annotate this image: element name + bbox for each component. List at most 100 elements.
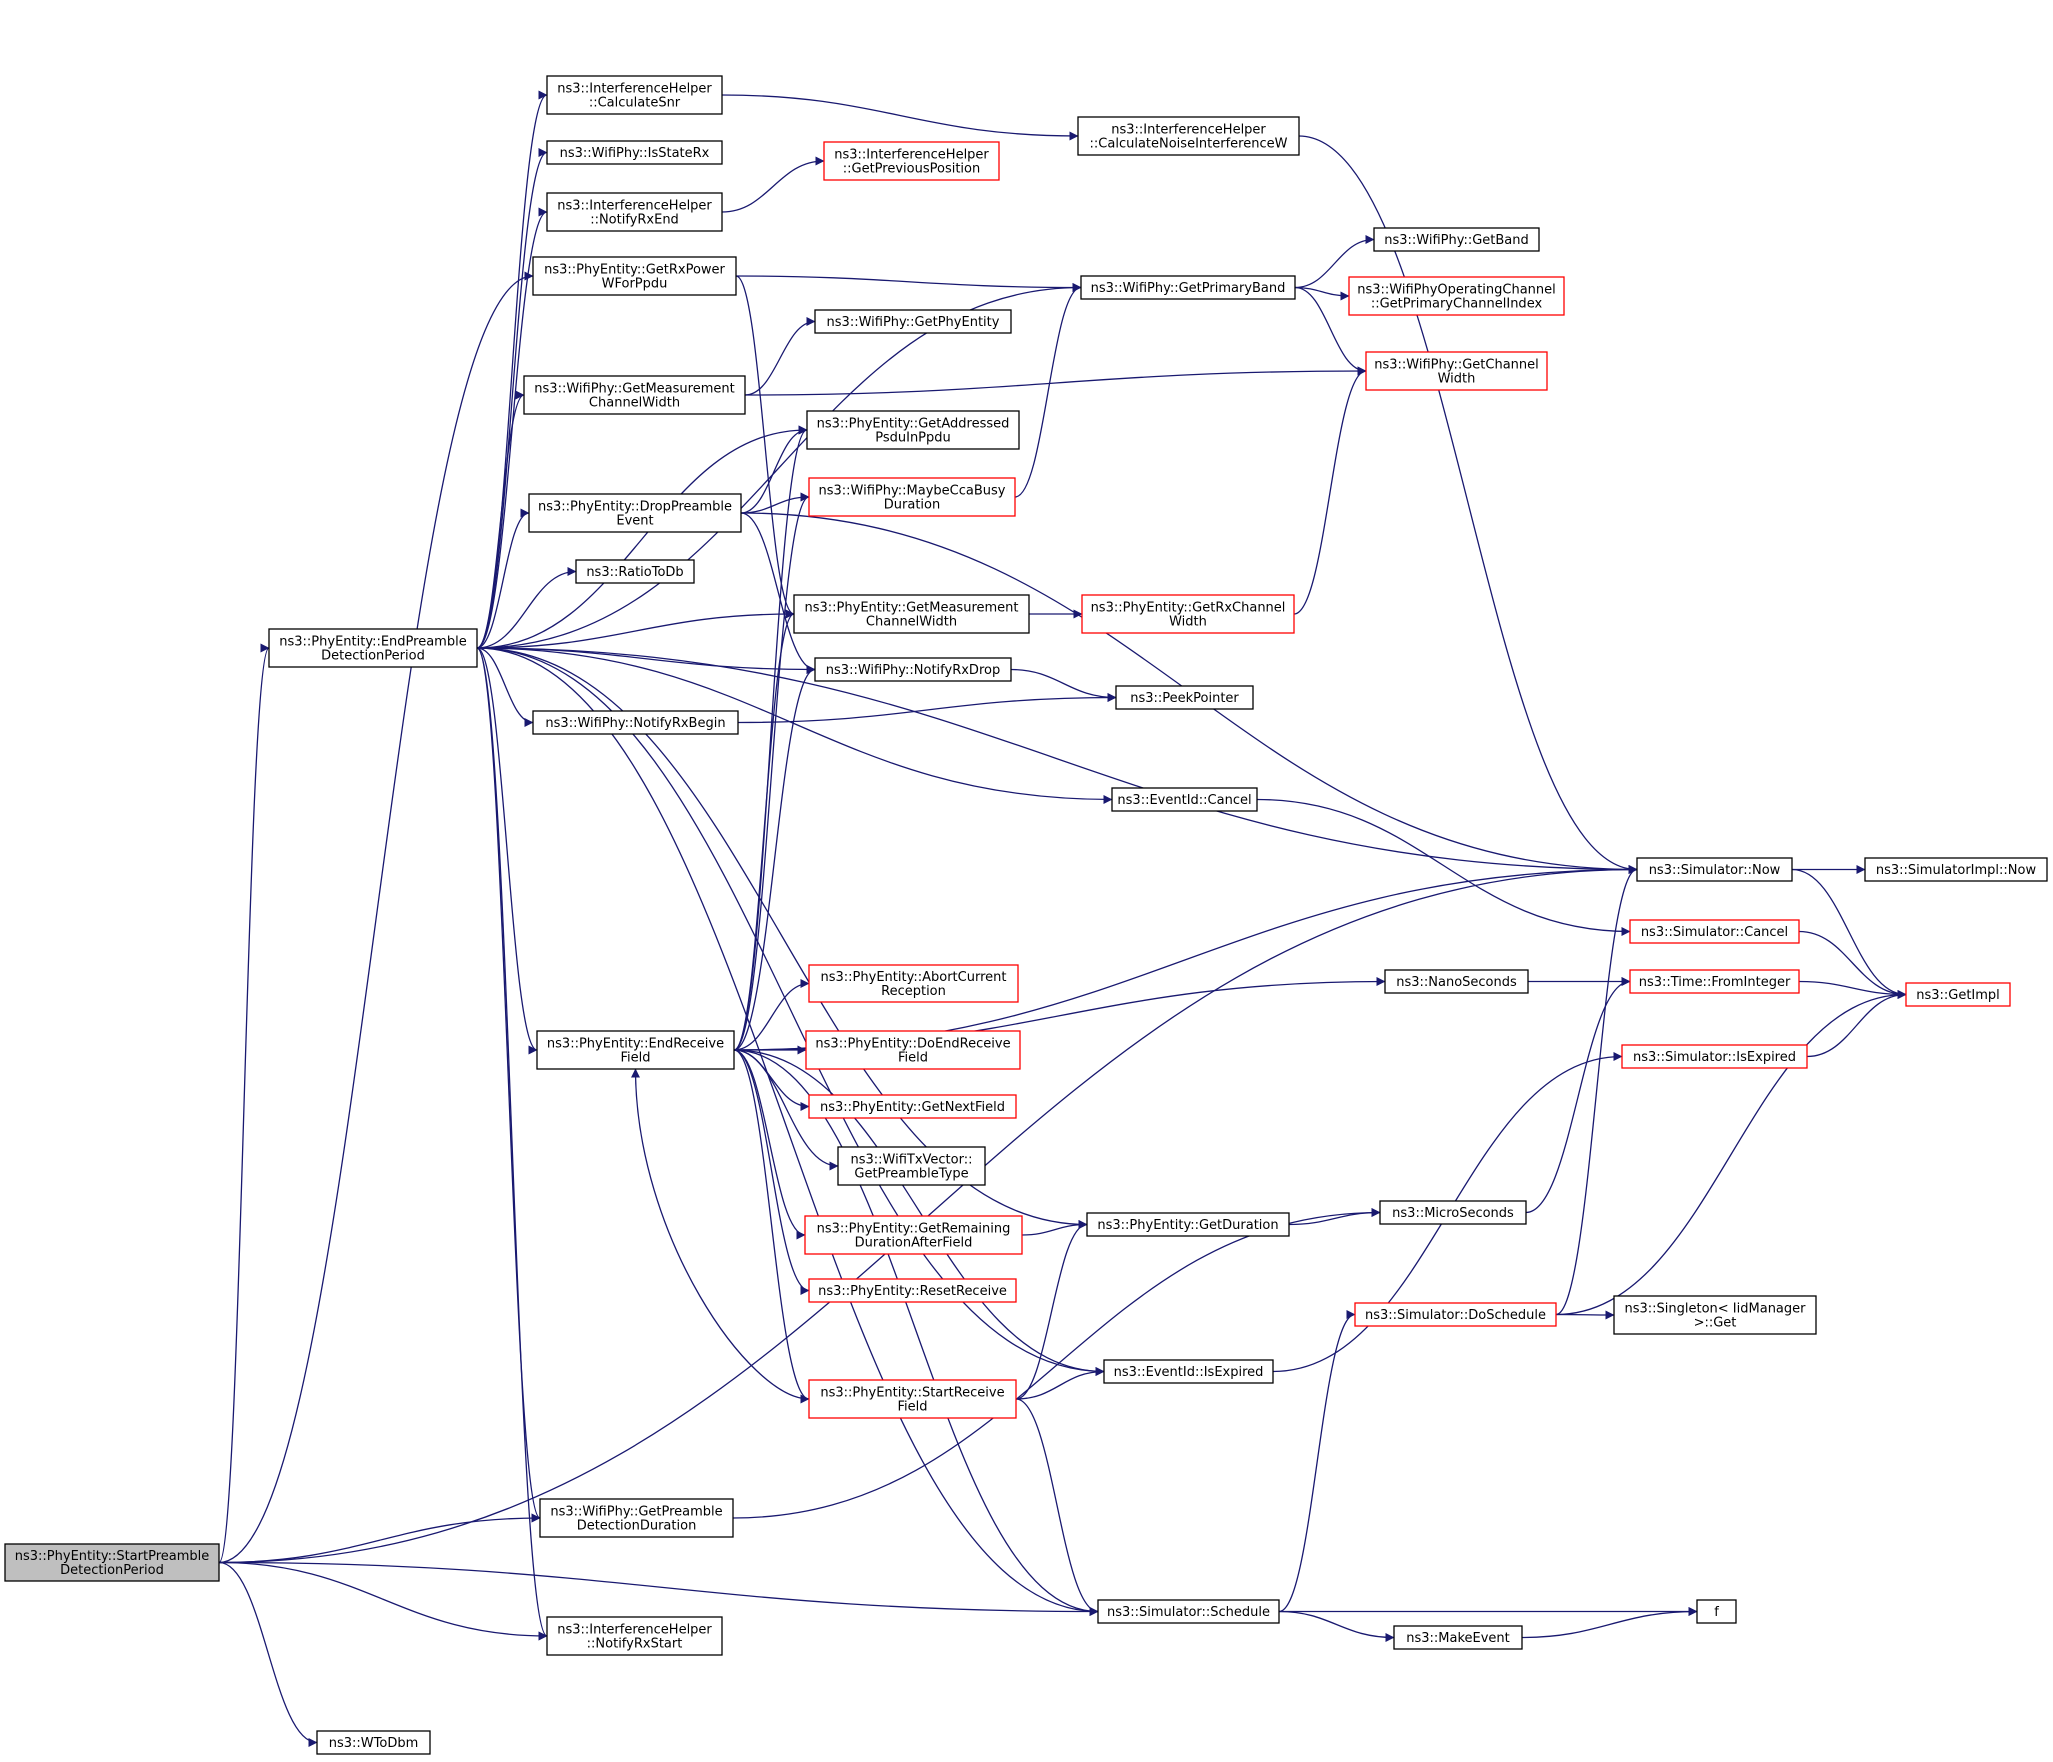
- function-node-label: ns3::PhyEntity::EndReceive: [547, 1037, 724, 1052]
- function-node-isstaterx[interactable]: ns3::WifiPhy::IsStateRx: [546, 140, 723, 165]
- function-node-box: [1905, 982, 2011, 1007]
- function-node-getnextfield[interactable]: ns3::PhyEntity::GetNextField: [808, 1094, 1017, 1119]
- function-node-microsec[interactable]: ns3::MicroSeconds: [1379, 1200, 1527, 1225]
- call-edge-droppre-to-getaddr: [740, 425, 808, 514]
- call-edge-fromint-to-getimpl: [1798, 980, 1907, 999]
- function-node-box: [1373, 227, 1540, 252]
- function-node-notifyrxbegin[interactable]: ns3::WifiPhy::NotifyRxBegin: [532, 710, 739, 735]
- function-node-label: ChannelWidth: [589, 396, 680, 411]
- function-node-box: [575, 559, 695, 584]
- function-node-start[interactable]: ns3::PhyEntity::StartPreambleDetectionPe…: [4, 1543, 220, 1582]
- call-edge-schedule-to-doschedule: [1278, 1310, 1356, 1613]
- function-node-box: [1103, 1359, 1274, 1384]
- function-node-label: ns3::WifiPhy::GetPreamble: [550, 1505, 722, 1520]
- function-node-makeevent[interactable]: ns3::MakeEvent: [1393, 1625, 1523, 1650]
- function-node-label: WForPpdu: [602, 277, 668, 292]
- function-nodes: ns3::PhyEntity::StartPreambleDetectionPe…: [4, 75, 2048, 1755]
- function-node-notifyrxend[interactable]: ns3::InterferenceHelper::NotifyRxEnd: [546, 192, 723, 232]
- function-node-calcnoise[interactable]: ns3::InterferenceHelper::CalculateNoiseI…: [1077, 116, 1300, 156]
- function-node-label: ns3::MakeEvent: [1406, 1631, 1510, 1646]
- function-node-nanosec[interactable]: ns3::NanoSeconds: [1384, 969, 1529, 994]
- function-node-label: ns3::PhyEntity::DropPreamble: [538, 500, 732, 515]
- function-node-label: ns3::PhyEntity::EndPreamble: [279, 635, 466, 650]
- function-node-schedule[interactable]: ns3::Simulator::Schedule: [1097, 1599, 1280, 1624]
- function-node-getpretype[interactable]: ns3::WifiTxVector::GetPreambleType: [837, 1146, 986, 1186]
- function-node-getprevpos[interactable]: ns3::InterferenceHelper::GetPreviousPosi…: [823, 141, 1000, 181]
- function-node-doschedule[interactable]: ns3::Simulator::DoSchedule: [1354, 1302, 1557, 1327]
- function-node-evcancel[interactable]: ns3::EventId::Cancel: [1111, 787, 1258, 812]
- call-edge-endpre-to-getaddr: [476, 425, 808, 649]
- function-node-label: ns3::MicroSeconds: [1392, 1206, 1514, 1221]
- call-edge-notifyrxend-to-getprevpos: [721, 156, 825, 213]
- function-node-calcsnr[interactable]: ns3::InterferenceHelper::CalculateSnr: [546, 75, 723, 115]
- function-node-label: ::CalculateNoiseInterferenceW: [1090, 137, 1288, 152]
- function-node-endpre[interactable]: ns3::PhyEntity::EndPreambleDetectionPeri…: [268, 628, 478, 668]
- function-node-simnow[interactable]: ns3::Simulator::Now: [1636, 857, 1793, 882]
- function-node-simcancel[interactable]: ns3::Simulator::Cancel: [1629, 919, 1800, 944]
- call-edge-endpre-to-calcsnr: [476, 90, 548, 649]
- function-node-getprimidx[interactable]: ns3::WifiPhyOperatingChannel::GetPrimary…: [1348, 276, 1565, 316]
- function-node-getpredet[interactable]: ns3::WifiPhy::GetPreambleDetectionDurati…: [539, 1498, 734, 1538]
- function-node-label: ns3::PhyEntity::DoEndReceive: [815, 1037, 1010, 1052]
- function-node-singleton[interactable]: ns3::Singleton< IidManager >::Get: [1613, 1295, 1817, 1335]
- call-edge-endpre-to-droppre: [476, 508, 530, 649]
- function-node-label: ns3::InterferenceHelper: [834, 148, 989, 163]
- function-node-peGetMeas[interactable]: ns3::PhyEntity::GetMeasurementChannelWid…: [793, 594, 1030, 634]
- function-node-notifyrxstart[interactable]: ns3::InterferenceHelper::NotifyRxStart: [546, 1616, 723, 1656]
- function-node-fromint[interactable]: ns3::Time::FromInteger: [1629, 969, 1800, 994]
- function-node-label: ns3::WifiPhy::GetMeasurement: [534, 382, 734, 397]
- function-node-wtodbm[interactable]: ns3::WToDbm: [316, 1730, 431, 1755]
- call-edge-getprimband-to-getband: [1294, 235, 1375, 289]
- function-node-resetrecv[interactable]: ns3::PhyEntity::ResetReceive: [808, 1278, 1017, 1303]
- function-node-simisexp[interactable]: ns3::Simulator::IsExpired: [1621, 1044, 1808, 1069]
- function-node-box: [4, 1543, 220, 1582]
- function-node-label: ns3::PhyEntity::GetRxChannel: [1091, 601, 1286, 616]
- function-node-box: [1629, 969, 1800, 994]
- function-node-pegetdur[interactable]: ns3::PhyEntity::GetDuration: [1086, 1212, 1290, 1237]
- function-node-ratiotodb[interactable]: ns3::RatioToDb: [575, 559, 695, 584]
- function-node-label: ns3::WifiPhy::GetChannel: [1374, 358, 1539, 373]
- function-node-implnow[interactable]: ns3::SimulatorImpl::Now: [1864, 857, 2048, 882]
- function-node-getprimband[interactable]: ns3::WifiPhy::GetPrimaryBand: [1080, 275, 1296, 300]
- call-edge-getrxchw-to-getchw: [1293, 366, 1367, 615]
- call-edge-startrecv-to-pegetdur: [1015, 1220, 1088, 1400]
- function-node-label: ns3::Simulator::DoSchedule: [1365, 1308, 1546, 1323]
- call-edge-evcancel-to-simcancel: [1256, 798, 1631, 936]
- function-node-getband[interactable]: ns3::WifiPhy::GetBand: [1373, 227, 1540, 252]
- function-node-getphyentity[interactable]: ns3::WifiPhy::GetPhyEntity: [814, 309, 1012, 334]
- function-node-label: Width: [1169, 615, 1207, 630]
- function-node-box: [268, 628, 478, 668]
- function-node-getremdur[interactable]: ns3::PhyEntity::GetRemainingDurationAfte…: [804, 1215, 1023, 1255]
- function-node-label: ns3::PhyEntity::GetRemaining: [817, 1222, 1011, 1237]
- function-node-label: ns3::WifiPhy::GetPrimaryBand: [1091, 281, 1286, 296]
- function-node-evisexp[interactable]: ns3::EventId::IsExpired: [1103, 1359, 1274, 1384]
- function-node-notifyrxdrop[interactable]: ns3::WifiPhy::NotifyRxDrop: [814, 657, 1012, 682]
- function-node-box: [814, 309, 1012, 334]
- function-node-getimpl[interactable]: ns3::GetImpl: [1905, 982, 2011, 1007]
- function-node-label: ns3::EventId::Cancel: [1117, 793, 1251, 808]
- function-node-label: ns3::InterferenceHelper: [557, 1623, 712, 1638]
- function-node-f[interactable]: f: [1696, 1599, 1737, 1624]
- function-node-peekptr[interactable]: ns3::PeekPointer: [1115, 685, 1254, 710]
- function-node-box: [805, 1030, 1021, 1070]
- function-node-box: [814, 657, 1012, 682]
- function-node-label: ns3::InterferenceHelper: [557, 199, 712, 214]
- function-node-box: [1393, 1625, 1523, 1650]
- function-node-box: [1365, 351, 1548, 391]
- function-node-label: DetectionPeriod: [321, 649, 425, 664]
- call-edge-endpre-to-isstaterx: [476, 148, 548, 649]
- function-node-label: ns3::NanoSeconds: [1396, 975, 1517, 990]
- function-node-label: Event: [616, 514, 653, 529]
- function-node-label: ::NotifyRxStart: [587, 1637, 683, 1652]
